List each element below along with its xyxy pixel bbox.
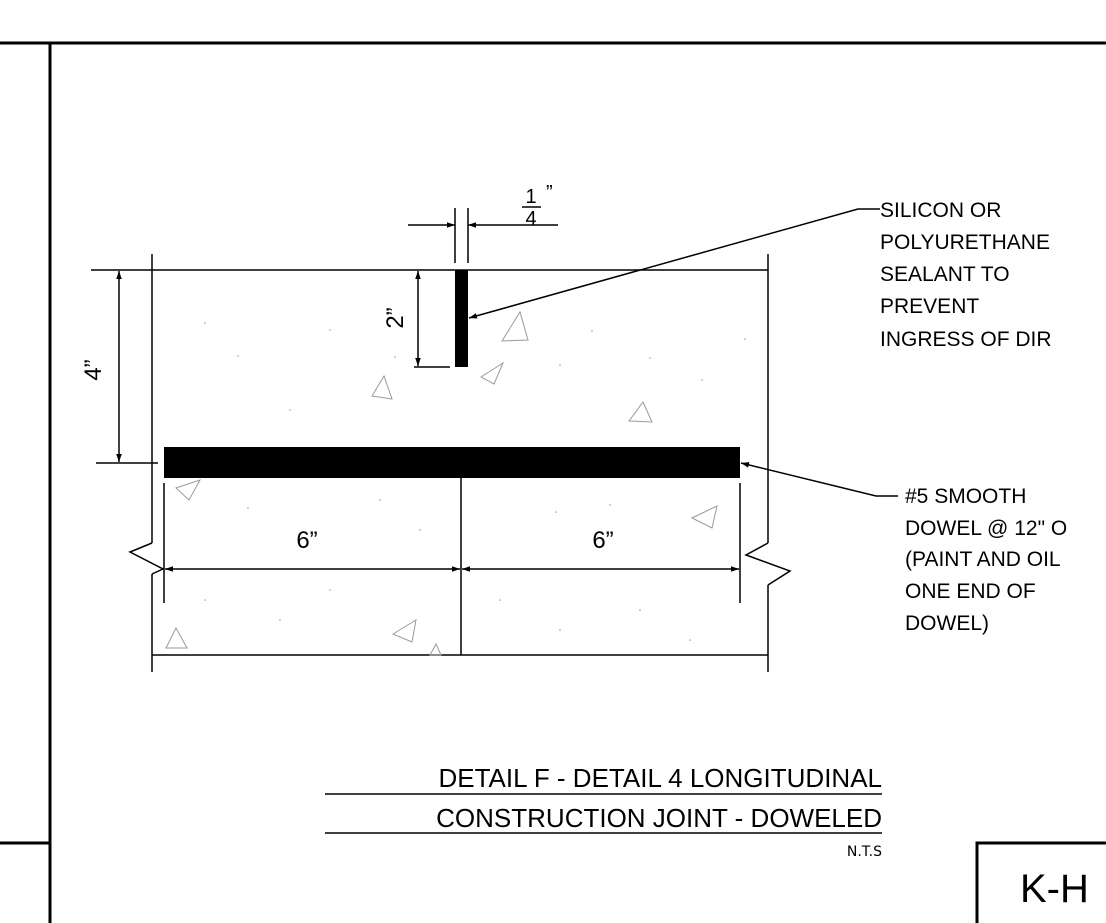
aggregate-speck [499, 599, 501, 601]
detail-scale-note: N.T.S [847, 844, 882, 860]
aggregate-speck [701, 379, 703, 381]
aggregate-triangle [628, 401, 653, 423]
saw-cut-depth-dimension [414, 271, 450, 368]
dowel-callout-line: DOWEL @ 12" O [905, 517, 1067, 540]
detail-title-line-2: CONSTRUCTION JOINT - DOWELED [436, 803, 882, 833]
aggregate-speck [379, 499, 381, 501]
dowel-callout: #5 SMOOTH DOWEL @ 12" O (PAINT AND OIL O… [905, 485, 1067, 635]
sealant-callout-line: PREVENT [880, 295, 979, 318]
dowel-callout-line: DOWEL) [905, 612, 989, 635]
sealant-saw-cut [455, 270, 468, 367]
aggregate-speck [591, 330, 593, 332]
slab-depth-label: 4” [80, 359, 107, 380]
callout-leaders [468, 208, 898, 497]
aggregate-speck [689, 639, 691, 641]
aggregate-speck [289, 409, 291, 411]
sheet-number-box: K-H [975, 841, 1106, 923]
aggregate-symbols [165, 310, 746, 656]
saw-cut-width-num: 1 [525, 186, 536, 208]
sheet-border [0, 41, 1106, 923]
slab-depth-dimension [96, 271, 158, 464]
detail-title-block: DETAIL F - DETAIL 4 LONGITUDINAL CONSTRU… [325, 763, 882, 860]
saw-cut-depth-label: 2” [382, 307, 409, 328]
aggregate-triangle [165, 626, 188, 649]
dowel-callout-line: ONE END OF [905, 580, 1036, 603]
aggregate-speck [279, 619, 281, 621]
aggregate-speck [394, 356, 396, 358]
saw-cut-width-unit: ” [546, 182, 553, 204]
aggregate-speck [329, 589, 331, 591]
aggregate-speck [247, 507, 249, 509]
aggregate-triangle [175, 479, 202, 501]
sealant-callout-line: SILICON OR [880, 199, 1001, 222]
sealant-callout: SILICON OR POLYURETHANE SEALANT TO PREVE… [880, 199, 1052, 351]
aggregate-triangle [690, 505, 718, 529]
dowel-callout-line: #5 SMOOTH [905, 485, 1026, 508]
concrete-slab [91, 254, 792, 672]
aggregate-triangle [429, 642, 442, 656]
aggregate-speck [555, 511, 557, 513]
sheet-number: K-H [1020, 867, 1089, 911]
aggregate-speck [609, 504, 611, 506]
aggregate-triangle [391, 618, 417, 643]
aggregate-speck [329, 329, 331, 331]
aggregate-triangle [371, 374, 393, 400]
sealant-callout-line: INGRESS OF DIR [880, 328, 1052, 351]
aggregate-speck [204, 599, 206, 601]
sealant-callout-line: SEALANT TO [880, 263, 1010, 286]
dowel-right-embed-label: 6” [592, 527, 613, 554]
aggregate-speck [559, 629, 561, 631]
aggregate-speck [419, 529, 421, 531]
aggregate-speck [559, 364, 561, 366]
dowel-embedment-dimension [163, 483, 741, 603]
dowel-left-embed-label: 6” [296, 527, 317, 554]
aggregate-speck [639, 609, 641, 611]
aggregate-speck [237, 355, 239, 357]
saw-cut-width-dimension [408, 208, 558, 263]
sealant-callout-line: POLYURETHANE [880, 231, 1050, 254]
aggregate-speck [744, 338, 746, 340]
aggregate-triangle [501, 310, 529, 342]
dowel-bar [164, 447, 740, 478]
aggregate-triangle [480, 361, 505, 385]
aggregate-speck [649, 357, 651, 359]
aggregate-speck [204, 322, 206, 324]
dowel-callout-line: (PAINT AND OIL [905, 548, 1061, 571]
saw-cut-width-den: 4 [525, 208, 536, 230]
detail-title-line-1: DETAIL F - DETAIL 4 LONGITUDINAL [438, 763, 882, 793]
